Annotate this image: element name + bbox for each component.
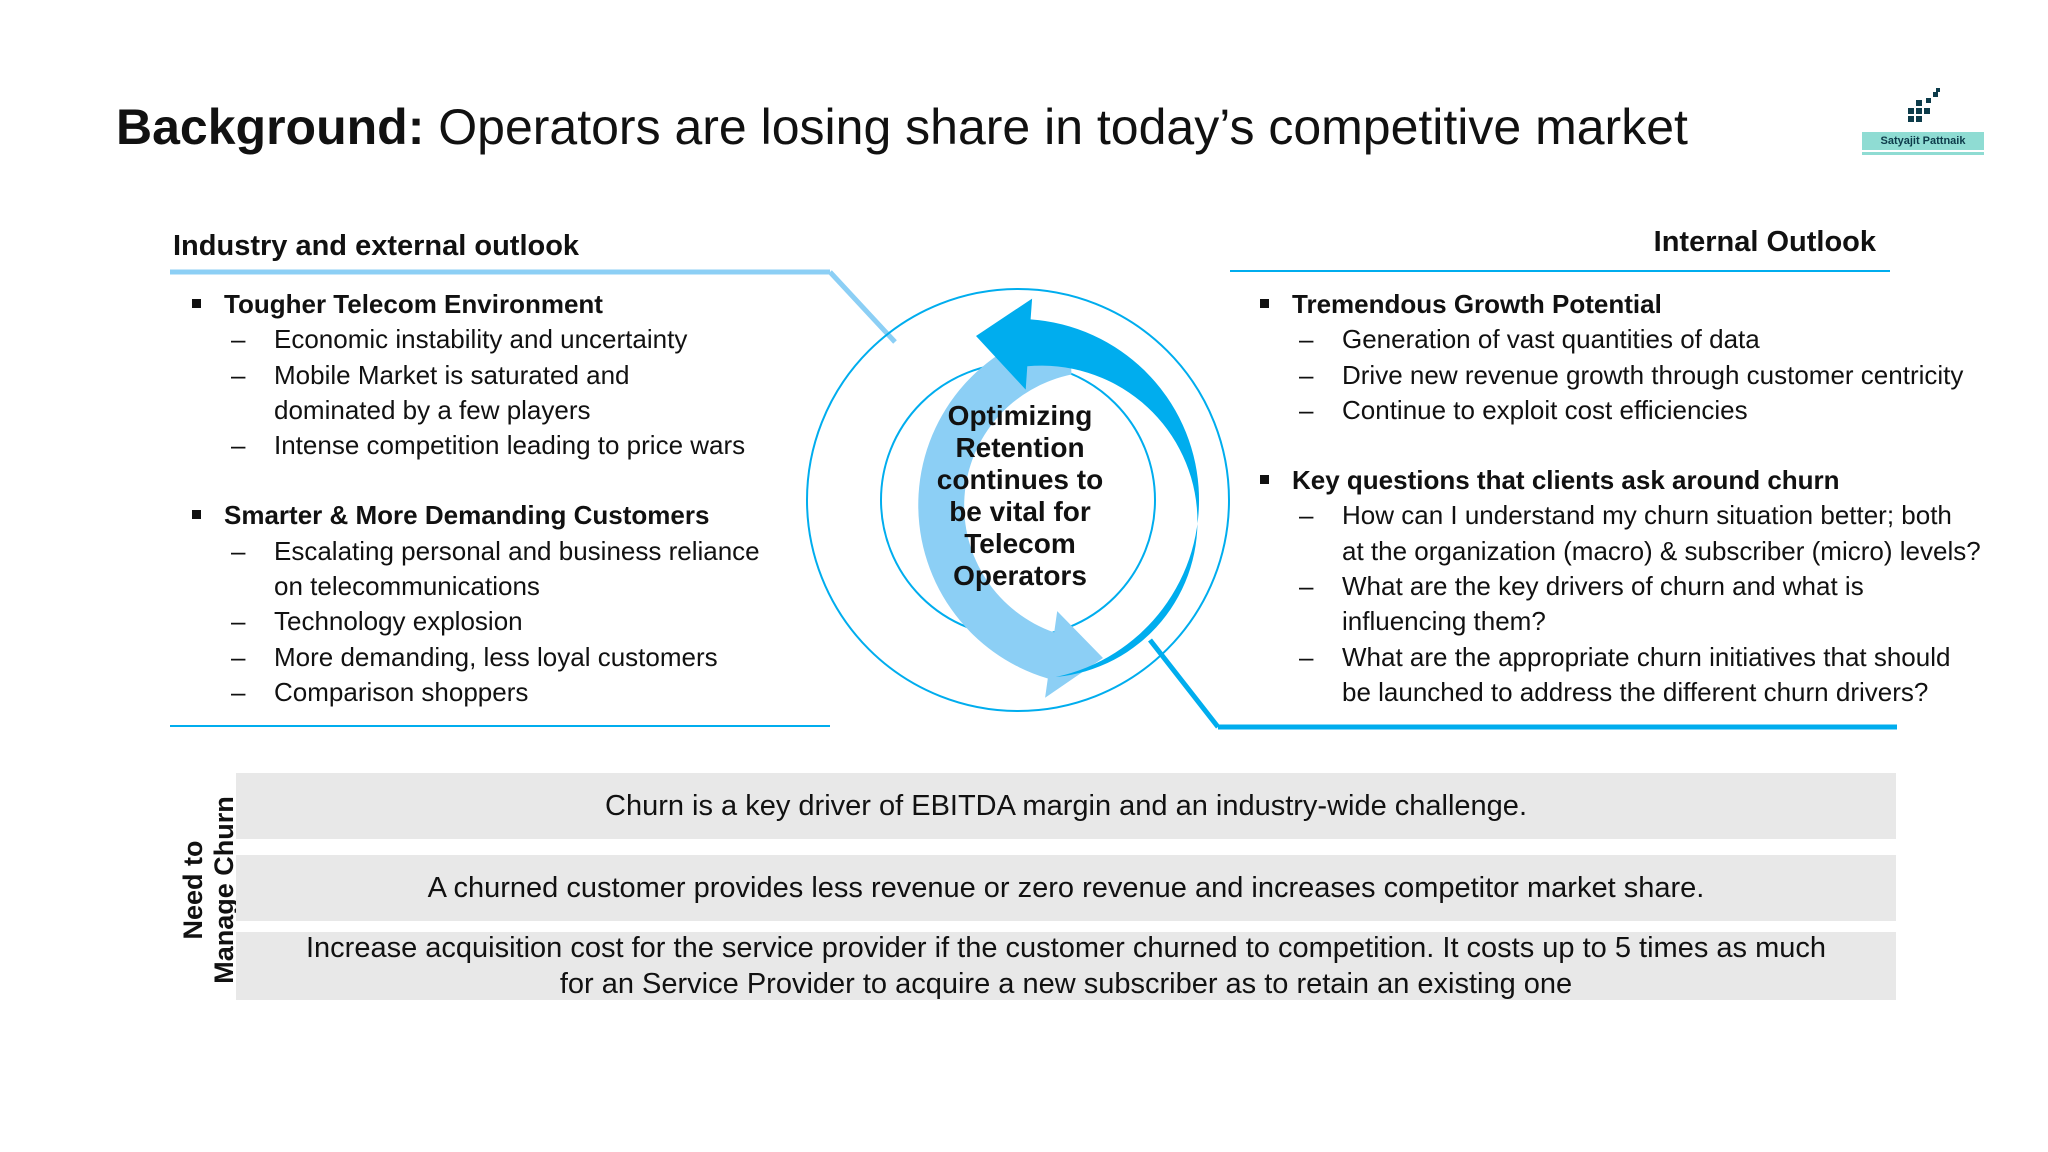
- center-line: Telecom: [964, 528, 1076, 559]
- list-item-continued: on telecommunications: [274, 571, 540, 602]
- dark-arc: [976, 298, 1200, 677]
- list-item: How can I understand my churn situation …: [1258, 498, 1981, 534]
- list-item: Mobile Market is saturated and: [190, 358, 760, 394]
- logo: Satyajit Pattnaik: [1862, 88, 1984, 162]
- title-bold: Background:: [116, 99, 425, 155]
- logo-text: Satyajit Pattnaik: [1880, 135, 1966, 147]
- logo-mark-icon: [1908, 88, 1940, 122]
- center-line: Retention: [955, 432, 1085, 463]
- center-text: Optimizing Retention continues to be vit…: [900, 400, 1140, 592]
- right-content: Tremendous Growth Potential Generation o…: [1258, 287, 1981, 710]
- right-group-title: Key questions that clients ask around ch…: [1258, 463, 1981, 498]
- center-line: Optimizing: [947, 400, 1093, 431]
- side-label-line: Need to: [178, 840, 208, 940]
- list-item: Intense competition leading to price war…: [190, 428, 760, 464]
- need-to-manage-churn-label: Need to Manage Churn: [178, 770, 242, 1010]
- list-item: Technology explosion: [190, 604, 760, 640]
- list-item: What are the appropriate churn initiativ…: [1258, 640, 1981, 676]
- list-item: Economic instability and uncertainty: [190, 322, 760, 358]
- center-line: be vital for: [949, 496, 1091, 527]
- list-item: Comparison shoppers: [190, 675, 760, 711]
- list-item-continued: at the organization (macro) & subscriber…: [1342, 535, 1981, 566]
- right-group-title: Tremendous Growth Potential: [1258, 287, 1981, 322]
- list-item: Generation of vast quantities of data: [1258, 322, 1981, 358]
- churn-fact-box: Churn is a key driver of EBITDA margin a…: [236, 773, 1896, 839]
- left-connector: [828, 270, 897, 344]
- center-line: Operators: [953, 560, 1087, 591]
- list-item: What are the key drivers of churn and wh…: [1258, 569, 1981, 605]
- churn-fact-text: Increase acquisition cost for the servic…: [306, 932, 1826, 964]
- churn-fact-box: Increase acquisition cost for the servic…: [236, 932, 1896, 1000]
- left-group-title: Smarter & More Demanding Customers: [190, 498, 760, 533]
- page-title: Background: Operators are losing share i…: [116, 100, 1688, 155]
- list-item: Continue to exploit cost efficiencies: [1258, 393, 1981, 429]
- churn-fact-box: A churned customer provides less revenue…: [236, 855, 1896, 921]
- list-item-continued: be launched to address the different chu…: [1342, 676, 1929, 707]
- churn-fact-text: Churn is a key driver of EBITDA margin a…: [605, 790, 1527, 822]
- right-heading: Internal Outlook: [1653, 226, 1876, 258]
- logo-underline: [1862, 152, 1984, 155]
- list-item: More demanding, less loyal customers: [190, 640, 760, 676]
- title-rest: Operators are losing share in today’s co…: [424, 99, 1688, 155]
- churn-fact-text: A churned customer provides less revenue…: [427, 872, 1705, 904]
- right-connector: [1148, 638, 1220, 729]
- center-line: continues to: [936, 464, 1104, 495]
- left-group-title: Tougher Telecom Environment: [190, 287, 760, 322]
- list-item: Drive new revenue growth through custome…: [1258, 358, 1981, 394]
- list-item-continued: influencing them?: [1342, 606, 1546, 637]
- outer-ring: [806, 288, 1230, 712]
- light-arc: [918, 326, 1103, 698]
- list-item-continued: dominated by a few players: [274, 394, 591, 425]
- left-content: Tougher Telecom Environment Economic ins…: [190, 287, 760, 711]
- left-heading: Industry and external outlook: [173, 230, 580, 262]
- list-item: Escalating personal and business relianc…: [190, 534, 760, 570]
- churn-fact-text: for an Service Provider to acquire a new…: [559, 968, 1573, 1000]
- logo-band: [1862, 132, 1984, 150]
